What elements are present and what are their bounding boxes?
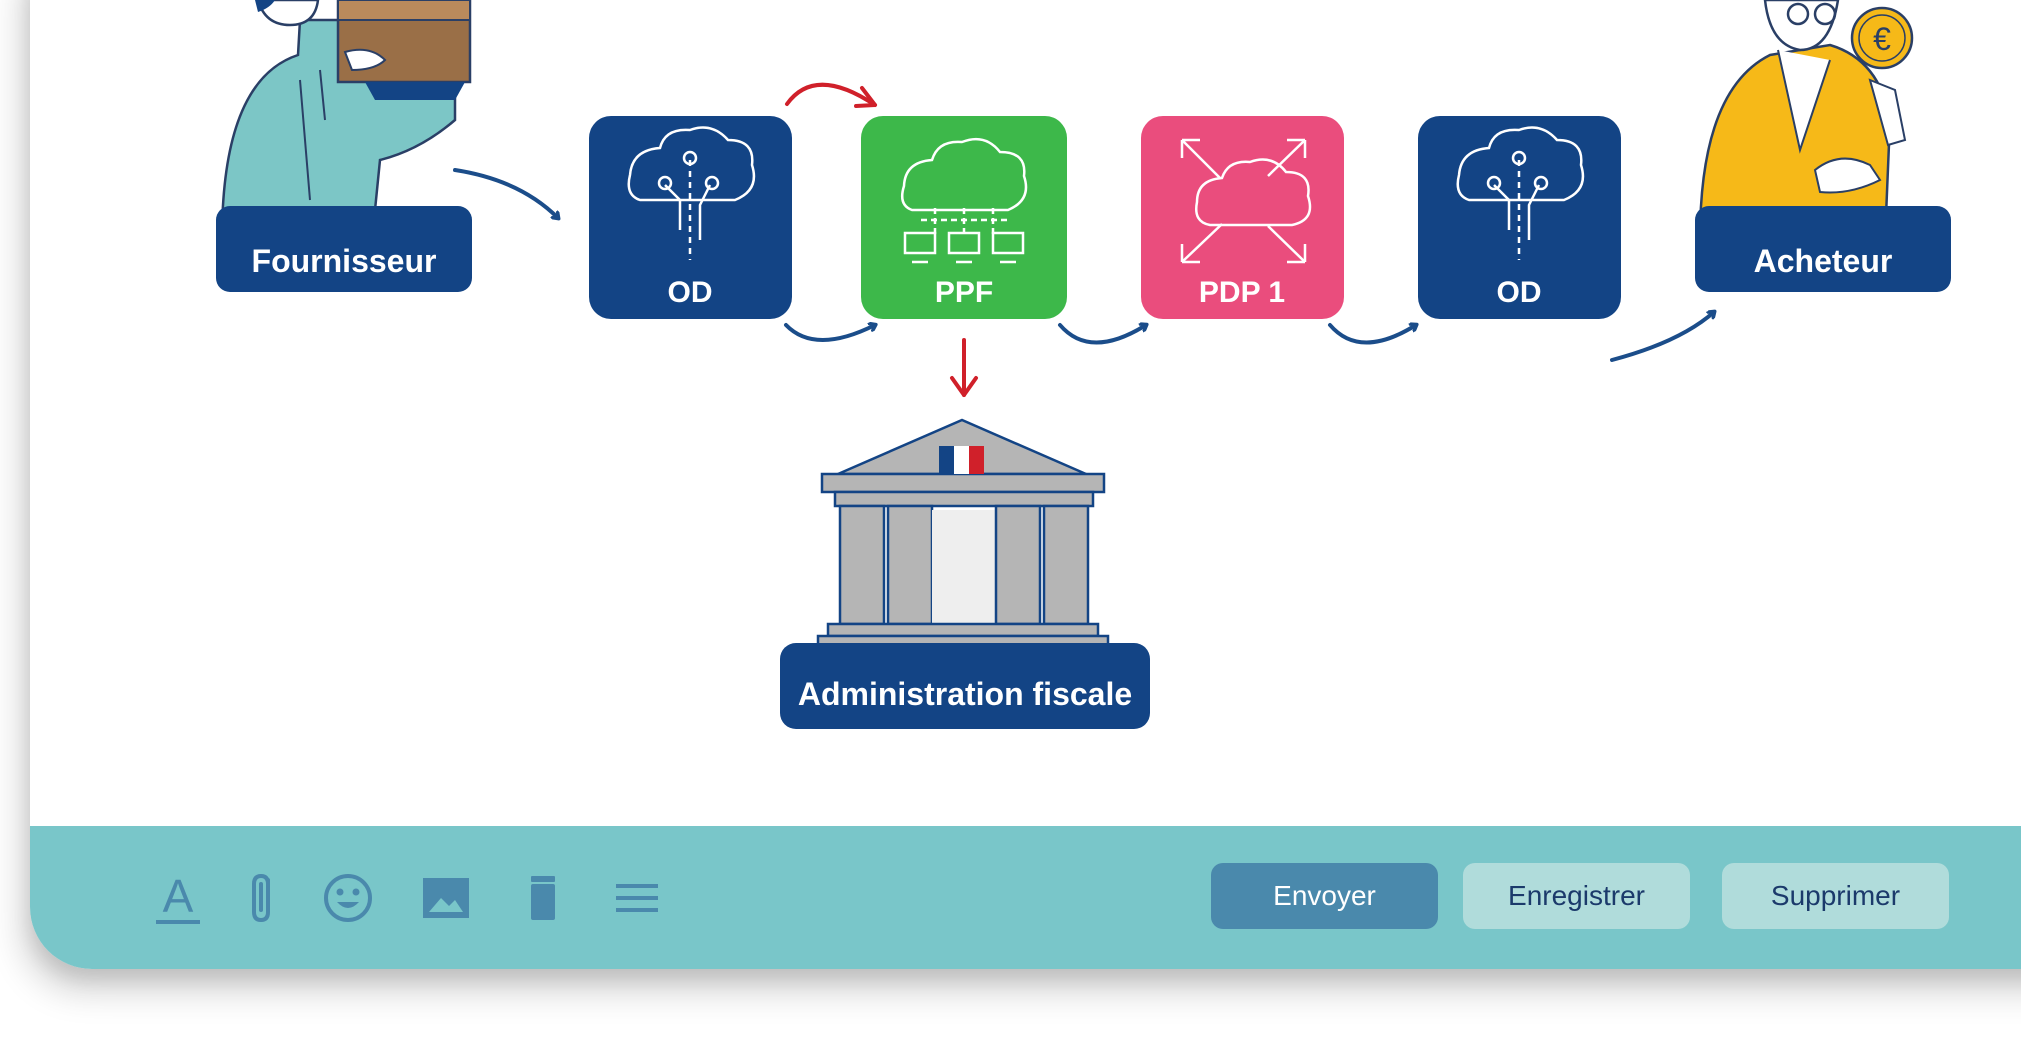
brain-tree-icon: [1456, 126, 1585, 260]
menu-icon[interactable]: [614, 870, 660, 926]
cloud-expand-icon: [1180, 138, 1312, 264]
save-button[interactable]: Enregistrer: [1463, 863, 1690, 929]
emoji-icon[interactable]: [322, 870, 374, 926]
node-od-right-label: OD: [1497, 276, 1542, 309]
delete-button[interactable]: Supprimer: [1722, 863, 1949, 929]
node-pdp1: [1141, 116, 1344, 319]
arrow-od-to-buyer: [1610, 312, 1714, 362]
node-ppf-label: PPF: [935, 276, 993, 309]
arrow-supplier-to-od: [453, 168, 558, 218]
buyer-label: Acheteur: [1754, 243, 1893, 279]
tax-office-tag-bg: [780, 643, 1150, 729]
government-building-icon: [816, 418, 1110, 650]
supplier-tag-bg: [216, 206, 472, 292]
trash-icon[interactable]: [527, 870, 559, 926]
arrow-red-od-to-ppf: [785, 82, 877, 107]
node-od-left-label: OD: [668, 276, 713, 309]
svg-text:€: €: [1873, 21, 1891, 57]
supplier-label: Fournisseur: [252, 243, 437, 279]
buyer-illustration: €: [1698, 0, 1914, 242]
text-format-icon[interactable]: A: [152, 870, 204, 926]
brain-tree-icon: [627, 126, 756, 260]
buyer-tag-bg: [1695, 206, 1951, 292]
tax-office-label: Administration fiscale: [798, 676, 1132, 712]
cloud-network-icon: [901, 137, 1028, 264]
svg-text:A: A: [163, 870, 194, 922]
send-button[interactable]: Envoyer: [1211, 863, 1438, 929]
arrow-pdp1-to-od: [1328, 325, 1416, 345]
arrow-od-to-ppf: [784, 325, 875, 342]
paperclip-icon[interactable]: [246, 870, 278, 926]
arrow-ppf-to-pdp1: [1058, 325, 1146, 345]
node-pdp1-label: PDP 1: [1199, 276, 1285, 309]
image-icon[interactable]: [421, 870, 471, 926]
supplier-illustration: [220, 0, 472, 242]
